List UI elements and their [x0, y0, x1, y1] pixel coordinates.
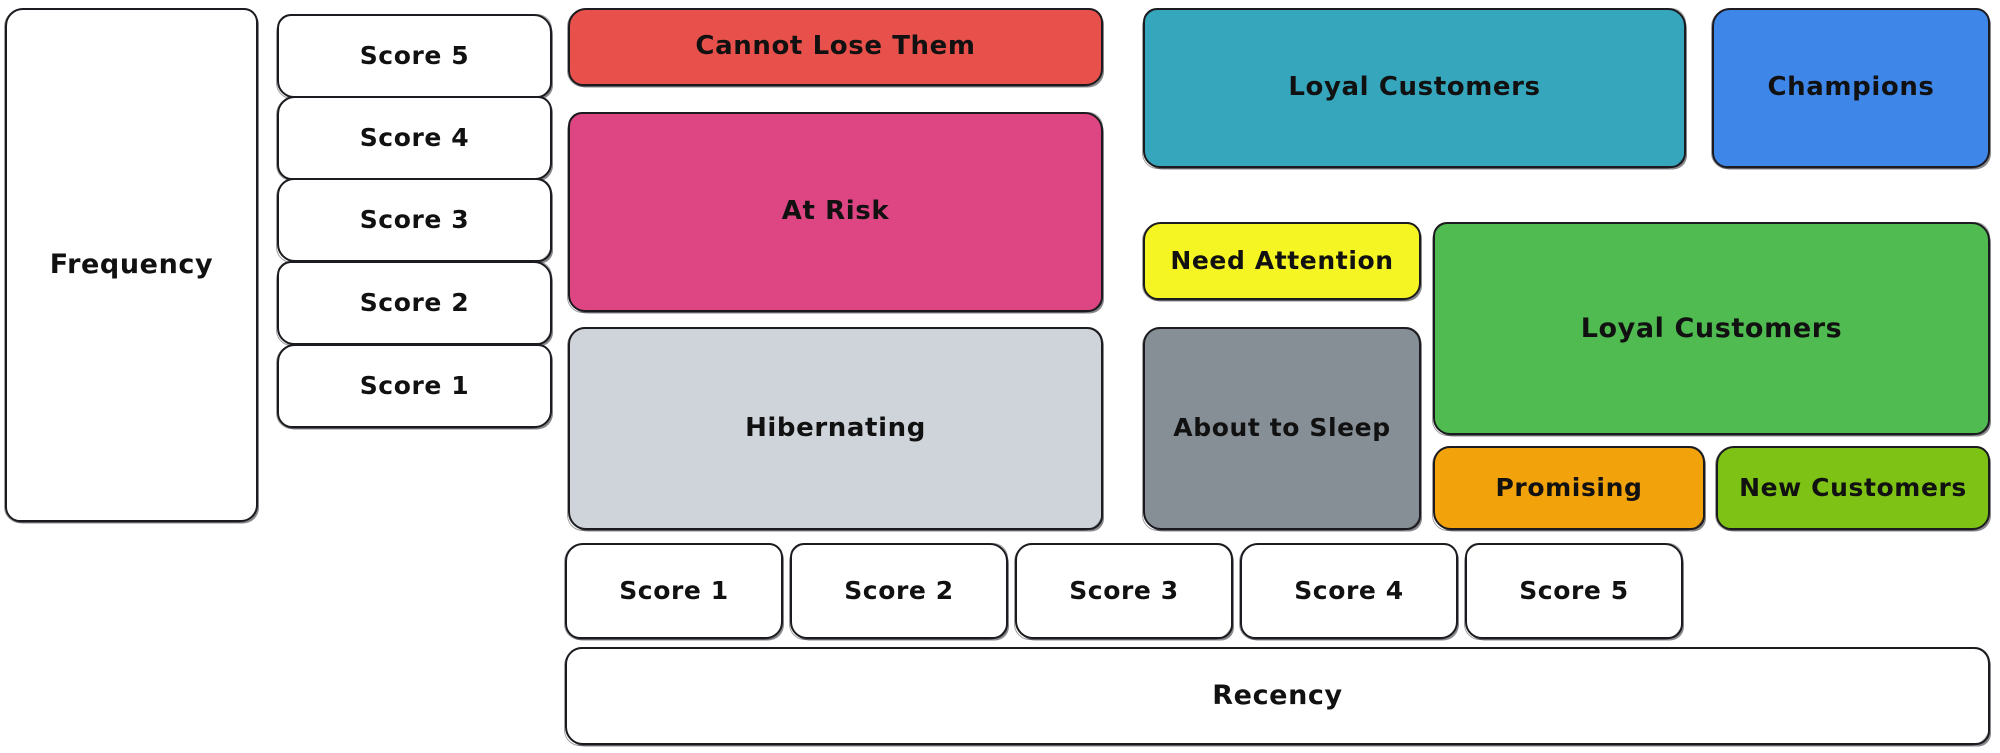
segment-promising[interactable]: Promising [1432, 446, 1705, 531]
recency-score-4[interactable]: Score 4 [1239, 543, 1458, 640]
recency-score-2[interactable]: Score 2 [789, 543, 1008, 640]
frequency-score-5[interactable]: Score 5 [276, 14, 552, 99]
segment-cannot-lose-them[interactable]: Cannot Lose Them [567, 8, 1103, 87]
recency-score-5[interactable]: Score 5 [1464, 543, 1683, 640]
frequency-score-1[interactable]: Score 1 [276, 344, 552, 429]
segment-about-to-sleep[interactable]: About to Sleep [1142, 327, 1421, 531]
frequency-score-4[interactable]: Score 4 [276, 96, 552, 181]
segment-at-risk[interactable]: At Risk [567, 112, 1103, 313]
segment-champions[interactable]: Champions [1711, 8, 1990, 169]
recency-score-1[interactable]: Score 1 [564, 543, 783, 640]
segment-new-customers[interactable]: New Customers [1715, 446, 1990, 531]
segment-loyal-customers-teal[interactable]: Loyal Customers [1142, 8, 1686, 169]
frequency-score-2[interactable]: Score 2 [276, 261, 552, 346]
segment-hibernating[interactable]: Hibernating [567, 327, 1103, 531]
segment-need-attention[interactable]: Need Attention [1142, 222, 1421, 301]
recency-score-3[interactable]: Score 3 [1014, 543, 1233, 640]
recency-axis-label: Recency [564, 647, 1990, 746]
frequency-axis-label: Frequency [4, 8, 258, 523]
frequency-score-3[interactable]: Score 3 [276, 178, 552, 263]
segment-loyal-customers-green[interactable]: Loyal Customers [1432, 222, 1990, 436]
